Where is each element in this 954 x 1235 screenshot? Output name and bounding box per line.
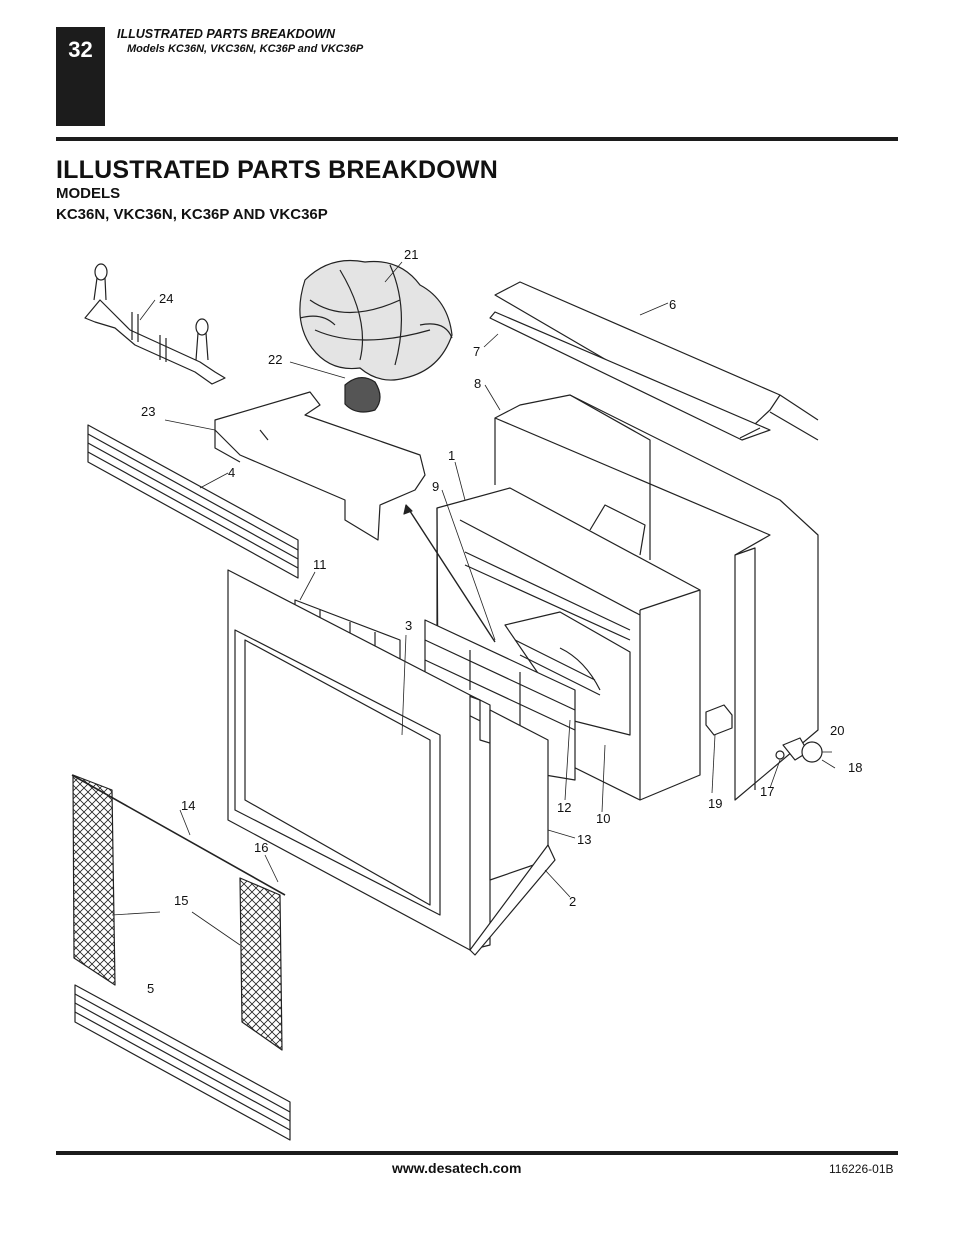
part-screen-right <box>239 877 283 1051</box>
callout-16: 16 <box>254 840 268 855</box>
callout-labels: 1 2 3 4 5 6 7 8 9 10 11 12 13 14 15 16 1… <box>141 247 862 996</box>
part-top-bracket <box>214 391 426 541</box>
callout-1: 1 <box>448 448 455 463</box>
callout-17: 17 <box>760 784 774 799</box>
part-junction-box <box>705 704 733 736</box>
bottom-divider <box>56 1151 898 1155</box>
callout-15: 15 <box>174 893 188 908</box>
part-side-panel <box>489 709 549 881</box>
part-top-panels <box>489 281 819 441</box>
part-embers <box>344 377 381 413</box>
callout-22: 22 <box>268 352 282 367</box>
callout-18: 18 <box>848 760 862 775</box>
part-grate <box>84 263 226 385</box>
callout-8: 8 <box>474 376 481 391</box>
callout-23: 23 <box>141 404 155 419</box>
callout-5: 5 <box>147 981 154 996</box>
page-number: 32 <box>68 37 93 62</box>
callout-10: 10 <box>596 811 610 826</box>
callout-14: 14 <box>181 798 195 813</box>
callout-4: 4 <box>228 465 235 480</box>
callout-13: 13 <box>577 832 591 847</box>
callout-6: 6 <box>669 297 676 312</box>
part-base <box>469 844 556 956</box>
footer-website[interactable]: www.desatech.com <box>392 1160 522 1176</box>
callout-20: 20 <box>830 723 844 738</box>
callout-9: 9 <box>432 479 439 494</box>
callout-24: 24 <box>159 291 173 306</box>
callout-2: 2 <box>569 894 576 909</box>
callout-3: 3 <box>405 618 412 633</box>
part-screen-left <box>72 774 116 986</box>
page-title: ILLUSTRATED PARTS BREAKDOWN <box>56 156 498 184</box>
exploded-parts-diagram: 1 2 3 4 5 6 7 8 9 10 11 12 13 14 15 16 1… <box>71 247 862 1141</box>
part-log-set <box>299 259 453 381</box>
footer-document-code: 116226-01B <box>829 1162 894 1176</box>
models-list: KC36N, VKC36N, KC36P AND VKC36P <box>56 206 328 223</box>
part-upper-trim <box>87 424 299 579</box>
part-control-knob <box>775 737 823 763</box>
callout-12: 12 <box>557 800 571 815</box>
models-label: MODELS <box>56 185 121 202</box>
callout-7: 7 <box>473 344 480 359</box>
running-header-subtitle: Models KC36N, VKC36N, KC36P and VKC36P <box>127 43 364 55</box>
callout-21: 21 <box>404 247 418 262</box>
part-outer-shell <box>494 394 819 801</box>
callout-19: 19 <box>708 796 722 811</box>
page-number-tab: 32 <box>56 27 105 126</box>
top-divider <box>56 137 898 141</box>
part-lower-trim <box>74 984 291 1141</box>
running-header-title: ILLUSTRATED PARTS BREAKDOWN <box>117 27 336 41</box>
callout-11: 11 <box>313 557 327 572</box>
